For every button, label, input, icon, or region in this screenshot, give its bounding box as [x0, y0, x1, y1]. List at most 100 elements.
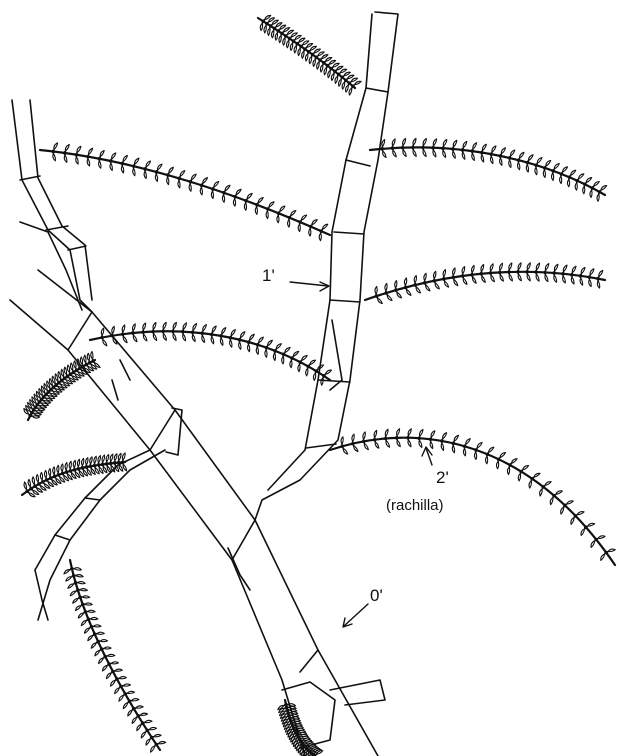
spikelet: [423, 283, 430, 291]
spikelet: [86, 148, 93, 157]
spikelet: [57, 465, 60, 475]
spikelet: [64, 567, 72, 574]
spikelet: [210, 326, 216, 335]
spikelet: [146, 727, 156, 731]
spikelet: [560, 167, 568, 175]
spikelet: [452, 443, 455, 453]
spikelet: [299, 356, 308, 363]
spikelet: [516, 263, 521, 272]
spikelet: [247, 342, 250, 352]
spikelet: [181, 332, 186, 341]
spikelet: [525, 263, 530, 272]
spikelet: [433, 271, 436, 281]
spikelet: [543, 160, 551, 168]
spikelet: [597, 191, 601, 201]
spikelet: [265, 340, 273, 348]
spikelet: [474, 449, 477, 459]
spikelet: [120, 684, 130, 688]
spikelet: [298, 361, 301, 371]
spikelet: [151, 734, 161, 738]
rachilla-label: (rachilla): [386, 497, 444, 514]
spikelet: [596, 270, 603, 279]
spikelet: [129, 699, 139, 703]
spikelet: [480, 144, 486, 153]
spikelet: [404, 278, 407, 288]
spikelet: [69, 461, 72, 471]
spikelet: [52, 143, 58, 152]
spikelet: [151, 323, 156, 332]
spikelet: [508, 150, 515, 158]
spikelet: [417, 438, 421, 447]
spikelet: [451, 140, 457, 149]
spikelet: [401, 139, 406, 148]
spikelet: [394, 281, 397, 291]
spikelet: [75, 603, 83, 611]
spikelet: [518, 471, 522, 481]
spike-far-left: [24, 352, 100, 421]
spikelet: [489, 273, 495, 282]
spikelet: [575, 180, 578, 190]
spikelet: [200, 185, 203, 195]
spike-bottom-left: [64, 560, 166, 752]
spikelet: [256, 337, 264, 345]
spikelet: [24, 482, 28, 492]
spikelet: [406, 438, 411, 447]
spike-mid-right: [365, 263, 605, 304]
spikelet: [143, 161, 150, 169]
spikelet: [70, 588, 78, 596]
spikelet: [109, 153, 116, 161]
spikelet: [299, 215, 307, 223]
spike-bottom: [278, 700, 323, 756]
spikelet: [380, 149, 386, 158]
spikelet: [384, 438, 390, 447]
spikelet: [526, 155, 533, 163]
spikelet: [81, 458, 84, 468]
spikelet: [526, 162, 529, 172]
spikelet: [31, 412, 41, 416]
spikelet: [82, 603, 92, 606]
spikelet: [256, 344, 259, 354]
spikelet: [80, 596, 90, 599]
spikelet: [463, 439, 470, 447]
spikelet: [211, 188, 214, 198]
label-arrows: [290, 282, 432, 627]
spikelet: [178, 171, 185, 179]
spikelet: [91, 625, 101, 628]
spikelet: [121, 462, 127, 471]
spikelet: [309, 226, 312, 236]
spikelet: [605, 549, 615, 553]
spike-rachilla: [330, 429, 615, 565]
spikelet: [91, 640, 98, 648]
spikelet: [97, 640, 107, 643]
spikelet: [238, 332, 245, 340]
spikelet: [73, 460, 76, 470]
spikelet: [290, 351, 298, 358]
spikelet: [431, 139, 436, 148]
main-axis-0: [10, 270, 385, 756]
spikelet: [200, 178, 208, 186]
spikelet: [77, 459, 80, 469]
spikelet: [421, 139, 426, 148]
spikelet: [161, 322, 166, 331]
spikelet: [309, 220, 317, 227]
spikelet: [124, 691, 134, 695]
primary-branch-label: 1': [262, 266, 275, 286]
spikelet: [141, 332, 147, 341]
spikelet: [255, 204, 258, 214]
spikelet: [222, 192, 225, 202]
spikelet: [470, 275, 476, 284]
spikelet: [441, 148, 445, 157]
spikelet: [219, 328, 225, 337]
spikelet: [166, 175, 169, 185]
spikelet: [391, 148, 397, 157]
spikelet: [36, 475, 40, 485]
spikelet: [507, 272, 512, 281]
spikelet: [68, 581, 76, 588]
spikelet: [288, 217, 291, 227]
spikelet: [590, 187, 593, 197]
spikelet: [489, 264, 493, 273]
spikelet: [200, 325, 206, 334]
spikelet: [341, 446, 348, 454]
